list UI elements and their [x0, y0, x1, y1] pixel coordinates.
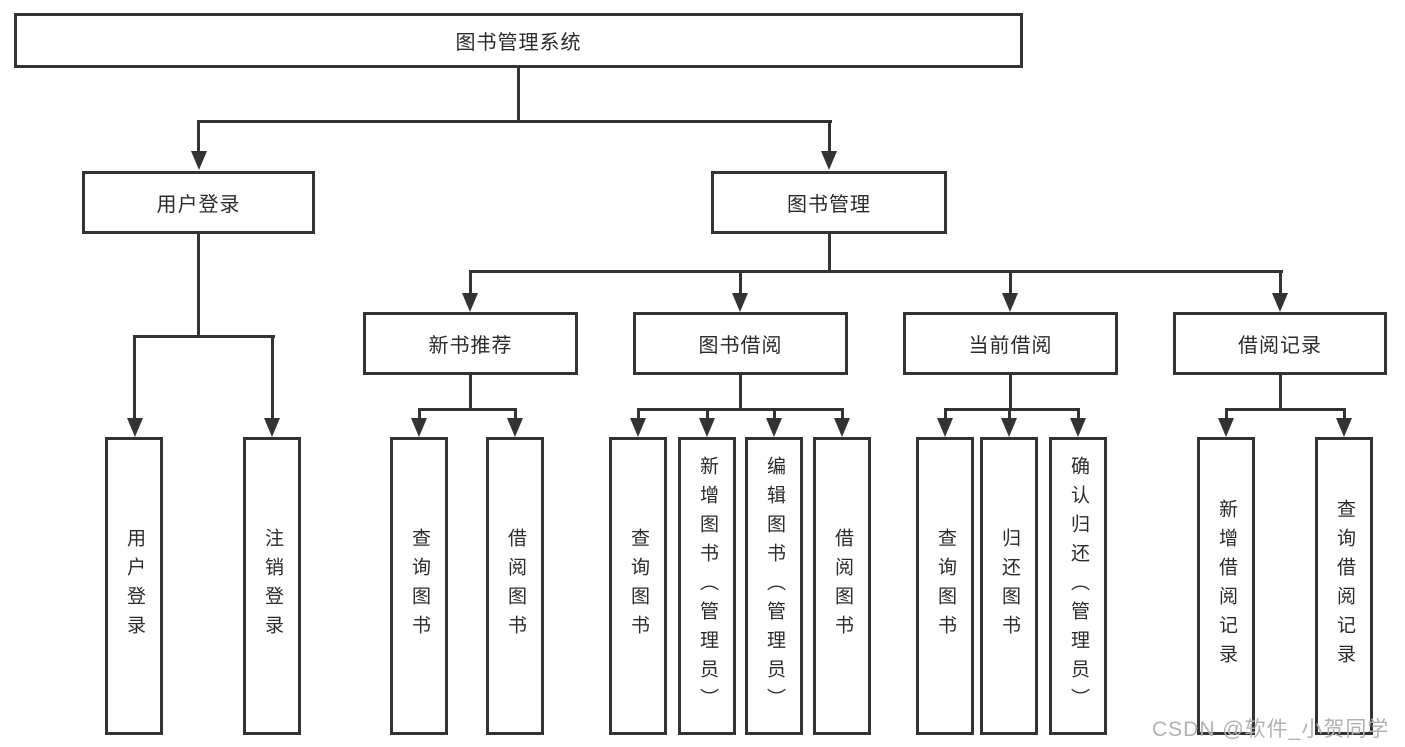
node-user-login-action: 用户登录	[105, 437, 163, 735]
node-label: 借阅记录	[1238, 335, 1322, 357]
arrow-down-icon	[937, 418, 953, 437]
connector-drop	[739, 270, 742, 296]
arrow-down-icon	[821, 151, 837, 170]
connector-drop	[1225, 408, 1228, 421]
node-label: 图书管理系统	[455, 32, 582, 54]
node-label: 查询图书	[409, 528, 430, 644]
connector-drop	[706, 408, 709, 421]
connector-drop	[271, 335, 274, 421]
node-new-book-recommendation: 新书推荐	[363, 312, 578, 375]
node-return-books: 归还图书	[980, 437, 1038, 735]
node-label: 用户登录	[156, 194, 241, 216]
connector-bookmgmt-split	[469, 270, 1283, 273]
node-label: 新增图书（管理员）	[697, 455, 718, 717]
connector-drop	[197, 120, 200, 153]
connector-drop	[133, 335, 136, 421]
node-borrow-books-recommend: 借阅图书	[486, 437, 544, 735]
connector-userlogin-split	[133, 335, 275, 338]
connector-current-stem	[1009, 375, 1012, 411]
node-label: 查询借阅记录	[1334, 499, 1355, 673]
connector-root-split	[197, 120, 832, 123]
connector-drop	[418, 408, 421, 421]
node-query-books-recommend: 查询图书	[390, 437, 448, 735]
arrow-down-icon	[1218, 418, 1234, 437]
connector-drop	[1008, 408, 1011, 421]
node-label: 归还图书	[999, 528, 1020, 644]
arrow-down-icon	[732, 293, 748, 312]
node-library-management-system: 图书管理系统	[14, 13, 1023, 68]
connector-drop	[828, 120, 831, 153]
node-logout-action: 注销登录	[243, 437, 301, 735]
node-book-borrowing: 图书借阅	[633, 312, 848, 375]
arrow-down-icon	[191, 151, 207, 170]
node-add-borrow-record: 新增借阅记录	[1197, 437, 1255, 735]
node-query-borrow-record: 查询借阅记录	[1315, 437, 1373, 735]
arrow-down-icon	[127, 418, 143, 437]
arrow-down-icon	[630, 418, 646, 437]
connector-records-split	[1225, 408, 1346, 411]
node-edit-books-admin: 编辑图书（管理员）	[745, 437, 803, 735]
node-label: 图书借阅	[698, 335, 783, 357]
arrow-down-icon	[264, 418, 280, 437]
connector-records-stem	[1279, 375, 1282, 411]
node-label: 借阅图书	[832, 528, 853, 644]
arrow-down-icon	[766, 418, 782, 437]
node-label: 图书管理	[787, 194, 871, 216]
node-user-login: 用户登录	[82, 171, 315, 234]
connector-current-split	[944, 408, 1080, 411]
node-borrowing-records: 借阅记录	[1173, 312, 1387, 375]
arrow-down-icon	[1002, 293, 1018, 312]
arrow-down-icon	[411, 418, 427, 437]
arrow-down-icon	[462, 293, 478, 312]
arrow-down-icon	[1070, 418, 1086, 437]
connector-drop	[469, 270, 472, 296]
node-label: 当前借阅	[968, 335, 1053, 357]
connector-drop	[514, 408, 517, 421]
connector-drop	[1343, 408, 1346, 421]
arrow-down-icon	[699, 418, 715, 437]
node-borrow-books-action: 借阅图书	[813, 437, 871, 735]
arrow-down-icon	[1336, 418, 1352, 437]
connector-drop	[841, 408, 844, 421]
node-label: 新增借阅记录	[1216, 499, 1237, 673]
connector-root-stem	[517, 67, 520, 123]
watermark: CSDN @软件_小贺同学	[1152, 718, 1390, 741]
node-label: 注销登录	[262, 528, 283, 644]
node-label: 新书推荐	[428, 335, 513, 357]
node-add-books-admin: 新增图书（管理员）	[678, 437, 736, 735]
connector-userlogin-stem	[197, 234, 200, 338]
connector-drop	[944, 408, 947, 421]
node-label: 借阅图书	[505, 528, 526, 644]
connector-recommend-stem	[469, 375, 472, 411]
connector-drop	[773, 408, 776, 421]
node-current-borrowing: 当前借阅	[903, 312, 1118, 375]
arrow-down-icon	[1001, 418, 1017, 437]
node-label: 确认归还（管理员）	[1068, 455, 1089, 717]
node-label: 编辑图书（管理员）	[764, 455, 785, 717]
connector-borrowing-split	[637, 408, 844, 411]
node-book-management: 图书管理	[711, 171, 947, 234]
connector-borrowing-stem	[739, 375, 742, 411]
arrow-down-icon	[507, 418, 523, 437]
node-label: 查询图书	[628, 528, 649, 644]
node-confirm-return-admin: 确认归还（管理员）	[1049, 437, 1107, 735]
connector-drop	[1279, 270, 1282, 296]
connector-drop	[637, 408, 640, 421]
node-query-books-current: 查询图书	[916, 437, 974, 735]
node-label: 用户登录	[124, 528, 145, 644]
connector-drop	[1077, 408, 1080, 421]
connector-recommend-split	[418, 408, 517, 411]
connector-drop	[1009, 270, 1012, 296]
connector-bookmgmt-stem	[828, 234, 831, 273]
node-label: 查询图书	[935, 528, 956, 644]
arrow-down-icon	[834, 418, 850, 437]
node-query-books-borrow: 查询图书	[609, 437, 667, 735]
arrow-down-icon	[1272, 293, 1288, 312]
